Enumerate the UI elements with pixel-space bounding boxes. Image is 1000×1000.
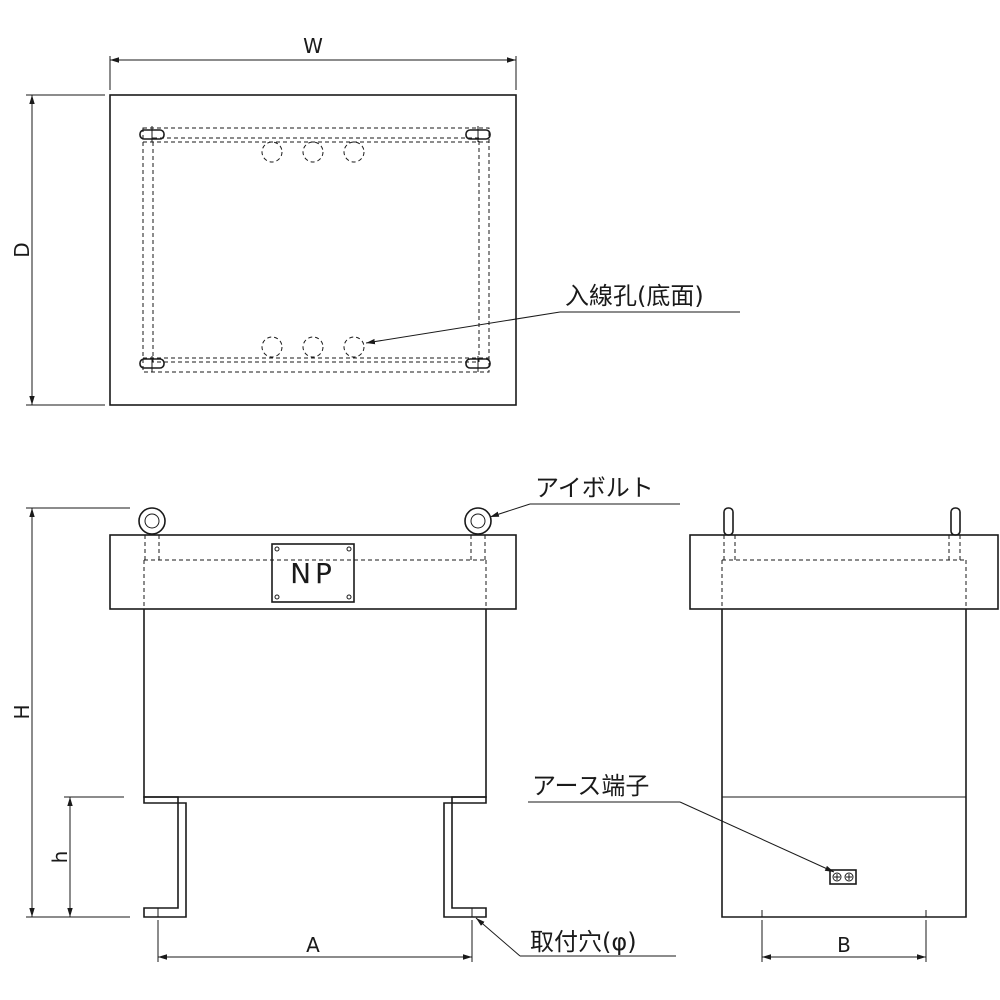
dim-leg-label: h [48,851,72,864]
front-view: NP H h A アイボルト 取付穴(φ) [10,474,680,962]
eye-bolt-icon [138,507,492,560]
mount-hole-callout: 取付穴(φ) [530,928,637,956]
wire-holes-callout: 入線孔(底面) [565,282,704,310]
earth-terminal-icon [829,869,857,885]
dim-d-label: D [10,242,34,257]
nameplate: NP [271,543,355,603]
earth-terminal-callout: アース端子 [532,772,649,800]
eye-bolt-top-icon [139,126,491,372]
top-view: W D 入線孔(底面) [10,34,740,406]
dim-a-label: A [306,933,320,957]
wire-holes [261,141,365,358]
dim-b-label: B [837,933,851,957]
side-view: B アース端子 [528,507,999,962]
dim-w-label: W [303,34,323,58]
eye-bolt-callout: アイボルト [535,474,654,502]
nameplate-label: NP [290,557,336,590]
mounting-legs [143,796,487,918]
eye-bolt-side-icon [723,507,961,560]
dim-h-label: H [10,704,34,719]
